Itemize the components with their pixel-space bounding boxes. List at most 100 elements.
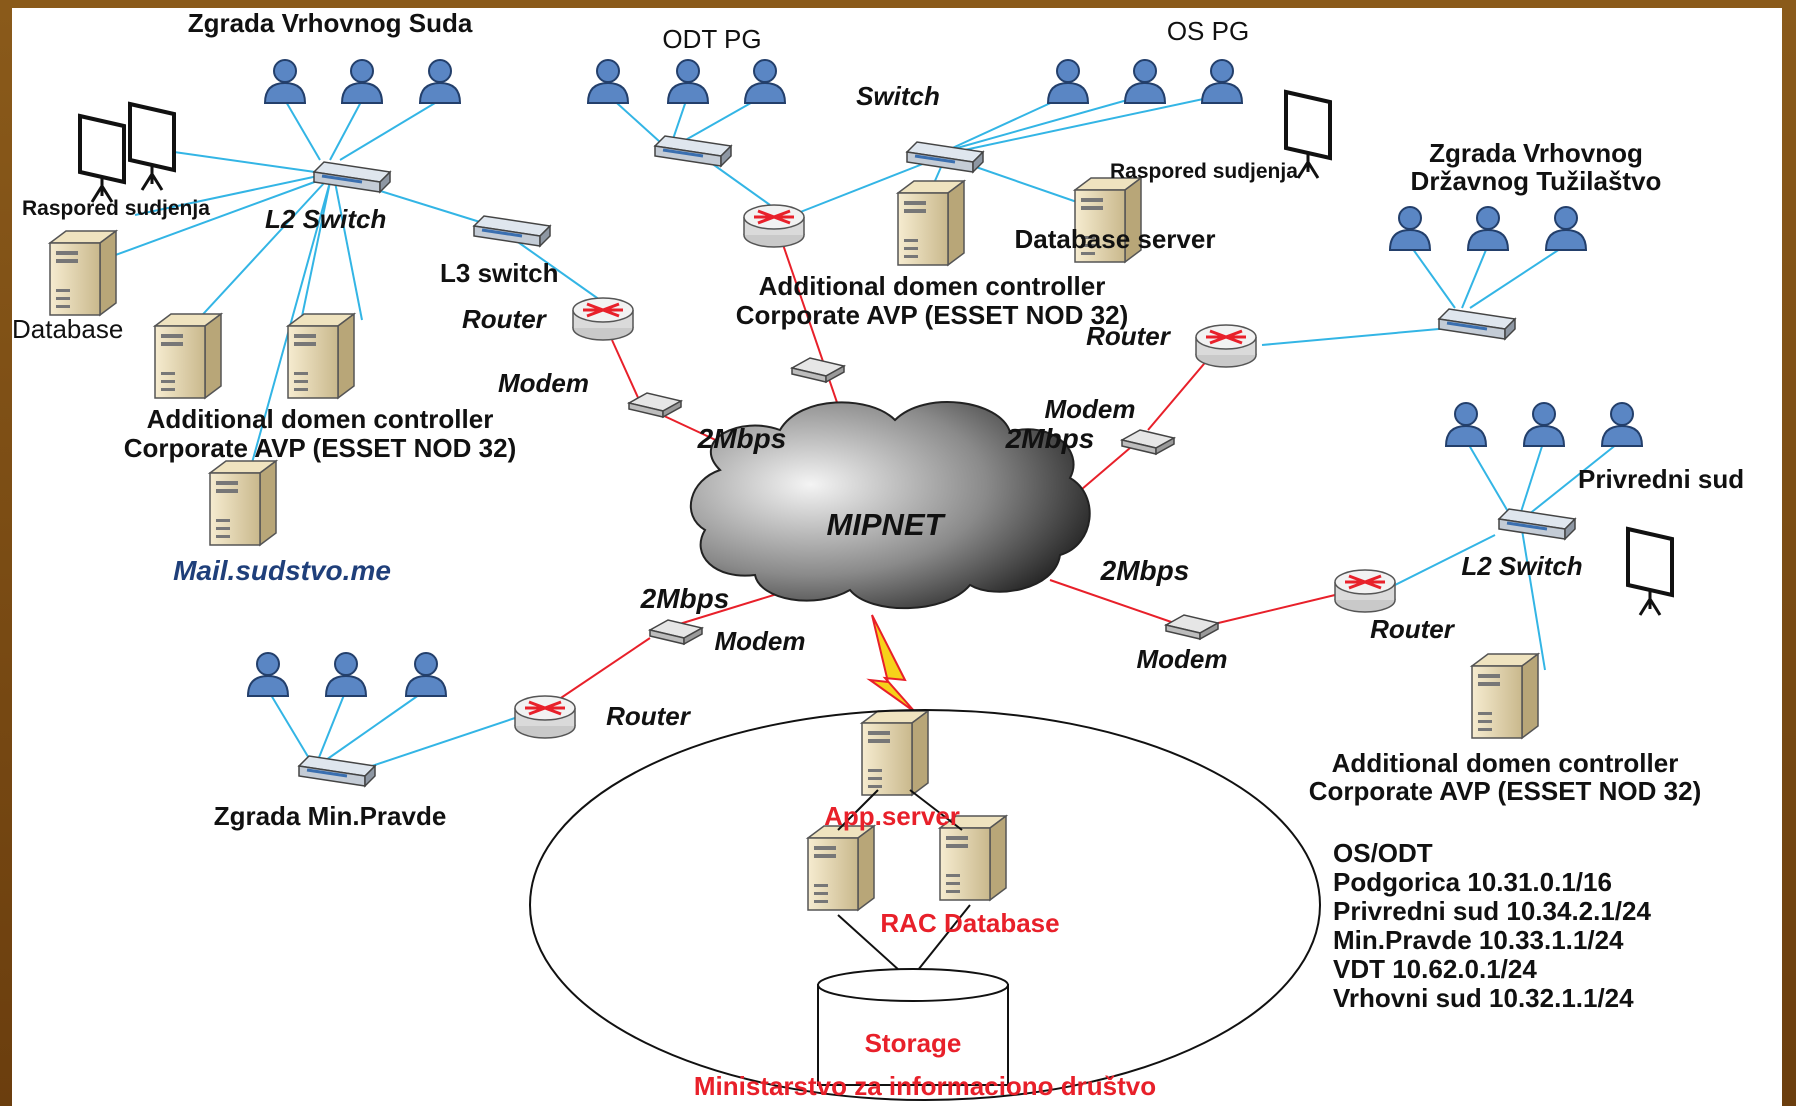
data-center-boundary bbox=[529, 709, 1321, 1101]
user-icon bbox=[325, 652, 367, 697]
label-router-right: Router bbox=[1370, 614, 1456, 644]
user-icon bbox=[264, 59, 306, 104]
user-icon bbox=[405, 652, 447, 697]
router-icon bbox=[1333, 568, 1397, 614]
label-mail-server: Mail.sudstvo.me bbox=[173, 555, 391, 586]
switch-icon bbox=[653, 134, 733, 168]
label-ministarstvo: Ministarstvo za informaciono društvo bbox=[694, 1071, 1156, 1101]
label-raspored-right: Raspored sudjenja bbox=[1110, 160, 1298, 183]
label-privredni-sud: Privredni sud bbox=[1578, 464, 1744, 494]
ip-list-item: Vrhovni sud 10.32.1.1/24 bbox=[1333, 983, 1634, 1013]
ip-address-list: OS/ODT Podgorica 10.31.0.1/16 Privredni … bbox=[1333, 838, 1651, 1013]
switch-icon bbox=[312, 160, 392, 194]
label-storage: Storage bbox=[865, 1028, 962, 1058]
label-l2-switch-right: L2 Switch bbox=[1461, 551, 1582, 581]
modem-icon bbox=[1165, 614, 1219, 640]
router-icon bbox=[571, 296, 635, 342]
label-adc-left-2: Corporate AVP (ESSET NOD 32) bbox=[124, 433, 517, 463]
label-min-pravde: Zgrada Min.Pravde bbox=[214, 801, 447, 831]
user-icon bbox=[419, 59, 461, 104]
text-labels: Zgrada Vrhovnog Suda ODT PG OS PG Switch… bbox=[12, 8, 1744, 1101]
schedule-screen-icon bbox=[128, 102, 176, 192]
label-bw-right: 2Mbps bbox=[1100, 555, 1190, 586]
ip-list-item: Privredni sud 10.34.2.1/24 bbox=[1333, 896, 1651, 926]
ip-list-item: VDT 10.62.0.1/24 bbox=[1333, 954, 1537, 984]
label-database-server: Database server bbox=[1015, 224, 1216, 254]
label-l3-switch: L3 switch bbox=[440, 258, 558, 288]
user-icon bbox=[667, 59, 709, 104]
label-router-vdt: Router bbox=[1086, 321, 1172, 351]
label-adc-mid-2: Corporate AVP (ESSET NOD 32) bbox=[736, 300, 1129, 330]
user-icon bbox=[587, 59, 629, 104]
schedule-screen-icon bbox=[1626, 527, 1674, 617]
label-switch-top: Switch bbox=[856, 81, 940, 111]
ip-list-item: Min.Pravde 10.33.1.1/24 bbox=[1333, 925, 1624, 955]
router-icon bbox=[1194, 323, 1258, 369]
switch-icon bbox=[472, 214, 552, 248]
switch-icon bbox=[905, 140, 985, 174]
label-bw-bottom: 2Mbps bbox=[640, 583, 730, 614]
label-os-title: OS PG bbox=[1167, 16, 1249, 46]
modem-icon bbox=[791, 357, 845, 383]
label-adc-right-1: Additional domen controller bbox=[1332, 748, 1679, 778]
cloud-label: MIPNET bbox=[826, 507, 946, 542]
label-modem-bottom: Modem bbox=[715, 626, 806, 656]
user-icon bbox=[1047, 59, 1089, 104]
data-center bbox=[529, 709, 1321, 1101]
label-router-left: Router bbox=[462, 304, 548, 334]
user-icon bbox=[247, 652, 289, 697]
mipnet-cloud: MIPNET bbox=[689, 401, 1091, 610]
user-icon bbox=[1467, 206, 1509, 251]
label-app-server: App.server bbox=[824, 801, 960, 831]
label-bw-vdt: 2Mbps bbox=[1005, 423, 1095, 454]
rac-database-server-icon bbox=[807, 825, 875, 911]
switch-icon bbox=[1497, 507, 1577, 541]
label-odt-title: ODT PG bbox=[662, 24, 761, 54]
ip-list-item: OS/ODT bbox=[1333, 838, 1433, 868]
switch-icon bbox=[297, 754, 377, 788]
domain-controller-server-icon bbox=[287, 313, 355, 399]
label-vrhovni-title: Zgrada Vrhovnog Suda bbox=[188, 8, 473, 38]
database-server-icon bbox=[49, 230, 117, 316]
label-adc-mid-1: Additional domen controller bbox=[759, 271, 1106, 301]
label-adc-left-1: Additional domen controller bbox=[147, 404, 494, 434]
label-modem-right: Modem bbox=[1137, 644, 1228, 674]
label-router-bottom: Router bbox=[606, 701, 692, 731]
user-icon bbox=[1445, 402, 1487, 447]
network-diagram: MIPNET bbox=[12, 8, 1744, 1101]
ip-list-item: Podgorica 10.31.0.1/16 bbox=[1333, 867, 1612, 897]
domain-controller-server-icon bbox=[1471, 653, 1539, 739]
diagram-canvas: MIPNET bbox=[12, 8, 1782, 1106]
user-icon bbox=[1124, 59, 1166, 104]
label-raspored-left: Raspored sudjenja bbox=[22, 197, 210, 220]
domain-controller-server-icon bbox=[154, 313, 222, 399]
user-icon bbox=[1523, 402, 1565, 447]
user-icon bbox=[1201, 59, 1243, 104]
user-icon bbox=[1389, 206, 1431, 251]
user-icon bbox=[1601, 402, 1643, 447]
label-bw-left: 2Mbps bbox=[697, 423, 787, 454]
user-icon bbox=[744, 59, 786, 104]
user-icon bbox=[1545, 206, 1587, 251]
lan-links bbox=[79, 94, 1623, 776]
label-database: Database bbox=[12, 314, 123, 344]
storage-icon bbox=[817, 968, 1009, 1086]
schedule-screen-icon bbox=[78, 114, 126, 204]
label-modem-left: Modem bbox=[498, 368, 589, 398]
label-modem-vdt: Modem bbox=[1045, 394, 1136, 424]
label-l2-switch-left: L2 Switch bbox=[265, 204, 386, 234]
router-icon bbox=[513, 694, 577, 740]
label-vdt-title-1: Zgrada Vrhovnog bbox=[1429, 138, 1643, 168]
domain-controller-server-icon bbox=[897, 180, 965, 266]
router-icon bbox=[742, 203, 806, 249]
mail-server-icon bbox=[209, 460, 277, 546]
label-rac-database: RAC Database bbox=[880, 908, 1059, 938]
app-server-icon bbox=[861, 710, 929, 796]
wireless-link-icon bbox=[866, 614, 916, 713]
switch-icon bbox=[1437, 307, 1517, 341]
user-icon bbox=[341, 59, 383, 104]
modem-icon bbox=[649, 619, 703, 645]
label-adc-right-2: Corporate AVP (ESSET NOD 32) bbox=[1309, 776, 1702, 806]
label-vdt-title-2: Državnog Tužilaštvo bbox=[1411, 166, 1662, 196]
